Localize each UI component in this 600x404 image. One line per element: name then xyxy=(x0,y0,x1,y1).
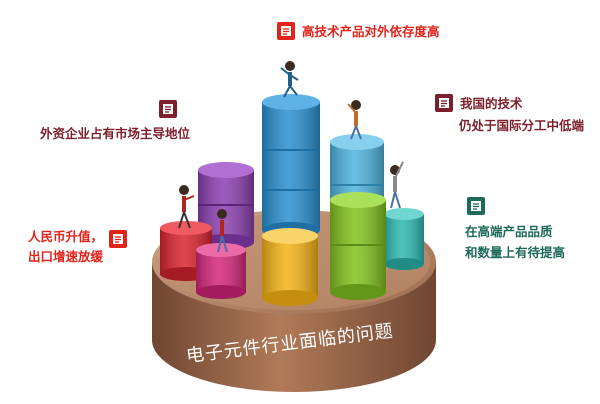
label-right-upper-line2: 仍处于国际分工中低端 xyxy=(459,118,585,133)
label-left-lower-line1: 人民币升值， xyxy=(28,229,104,244)
barrel-turquoise xyxy=(384,208,424,270)
document-icon-top xyxy=(276,21,296,41)
barrel-yellow xyxy=(262,228,318,306)
document-icon-right-lower xyxy=(466,196,486,216)
figure-person-right-upper xyxy=(347,100,362,140)
label-left-upper: 外资企业占有市场主导地位 xyxy=(40,126,191,141)
label-left-lower-line2: 出口增速放缓 xyxy=(28,249,104,264)
document-icon-right-upper xyxy=(434,93,454,113)
label-right-lower-line1: 在高端产品品质 xyxy=(465,224,553,239)
label-right-upper-line1: 我国的技术 xyxy=(460,96,523,111)
barrel-magenta xyxy=(196,243,246,299)
barrel-blue xyxy=(262,94,320,238)
figure-person-top xyxy=(280,61,299,98)
figure-person-left-upper xyxy=(178,185,195,229)
label-top: 高技术产品对外依存度高 xyxy=(302,24,440,39)
barrel-green xyxy=(330,192,386,300)
figure-person-left-lower xyxy=(217,209,228,253)
document-icon-left-lower xyxy=(108,229,128,249)
label-right-lower-line2: 和数量上有待提高 xyxy=(465,245,566,260)
figure-person-right-lower xyxy=(390,161,404,209)
document-icon-left-upper xyxy=(158,99,178,119)
